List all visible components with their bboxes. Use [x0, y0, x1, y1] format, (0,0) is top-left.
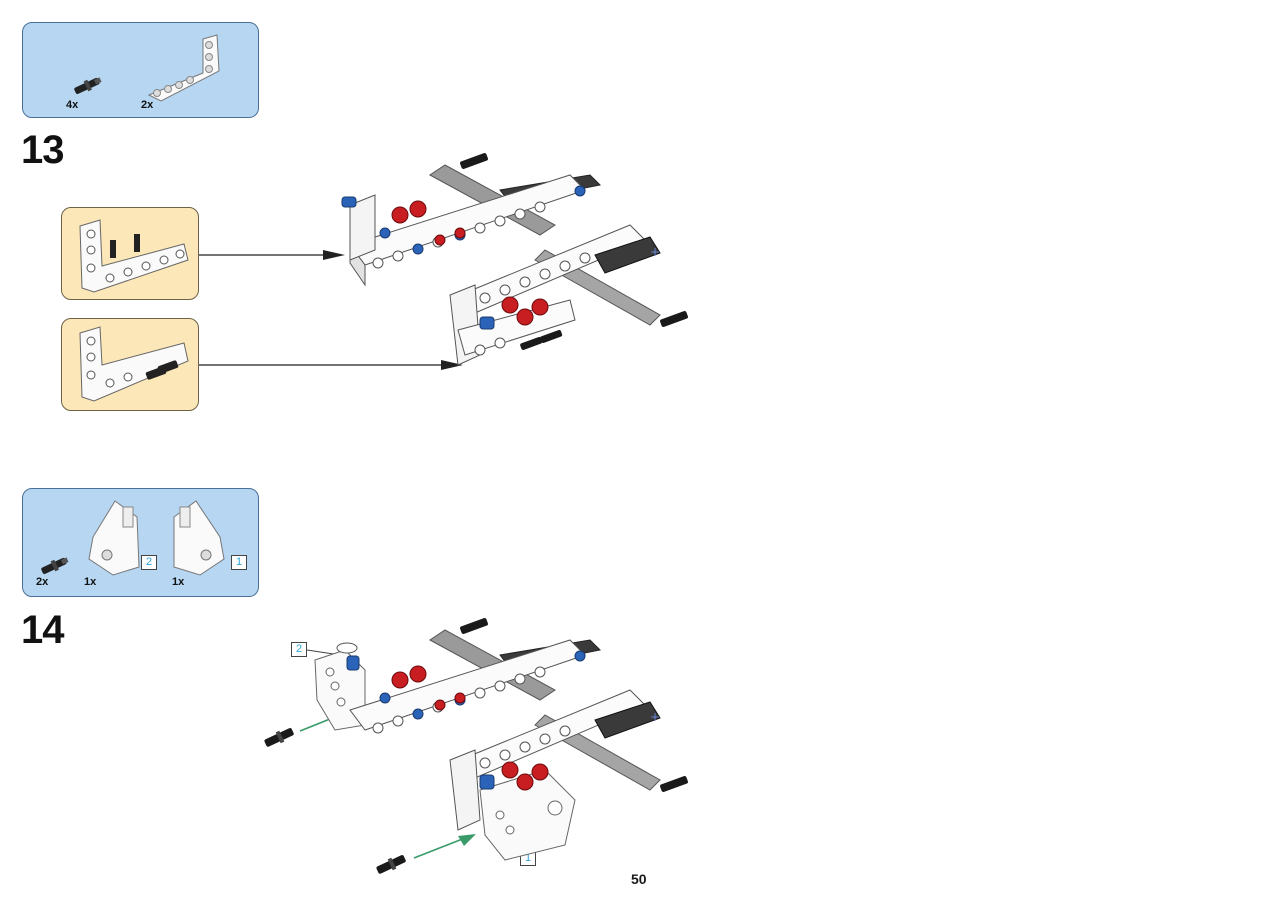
l-beam-subassembly-icon: [79, 326, 189, 402]
step-number: 14: [21, 608, 64, 652]
part-qty: 4x: [66, 99, 79, 111]
model-assembly-step-13: +: [341, 153, 688, 366]
part-qty: 1x: [172, 576, 185, 588]
assembly-callout-number: 2: [291, 642, 307, 657]
parts-box-step-13: 4x 2x: [22, 22, 259, 118]
page-number: 50: [631, 871, 647, 887]
pin-part-icon: [74, 77, 102, 94]
model-assembly-step-14: +: [314, 618, 688, 861]
l-beam-subassembly-icon: [79, 219, 189, 293]
pin-part-icon: [41, 557, 69, 574]
l-beam-part-icon: [147, 34, 220, 102]
subassembly-box: [61, 207, 199, 300]
panel-left-part-icon: [88, 500, 140, 576]
part-qty: 1x: [84, 576, 97, 588]
panel-right-part-icon: [173, 500, 225, 576]
subassembly-box: [61, 318, 199, 411]
pin-insert-arrow: [376, 834, 476, 874]
part-callout-number: 2: [141, 555, 157, 570]
svg-text:+: +: [650, 710, 660, 724]
part-qty: 2x: [141, 99, 154, 111]
parts-box-step-14: 2 1 2x 1x 1x: [22, 488, 259, 597]
part-callout-number: 1: [231, 555, 247, 570]
placement-arrow: [199, 360, 463, 370]
part-qty: 2x: [36, 576, 49, 588]
svg-text:+: +: [650, 245, 660, 259]
step-number: 13: [21, 128, 64, 172]
placement-arrow: [199, 250, 345, 260]
